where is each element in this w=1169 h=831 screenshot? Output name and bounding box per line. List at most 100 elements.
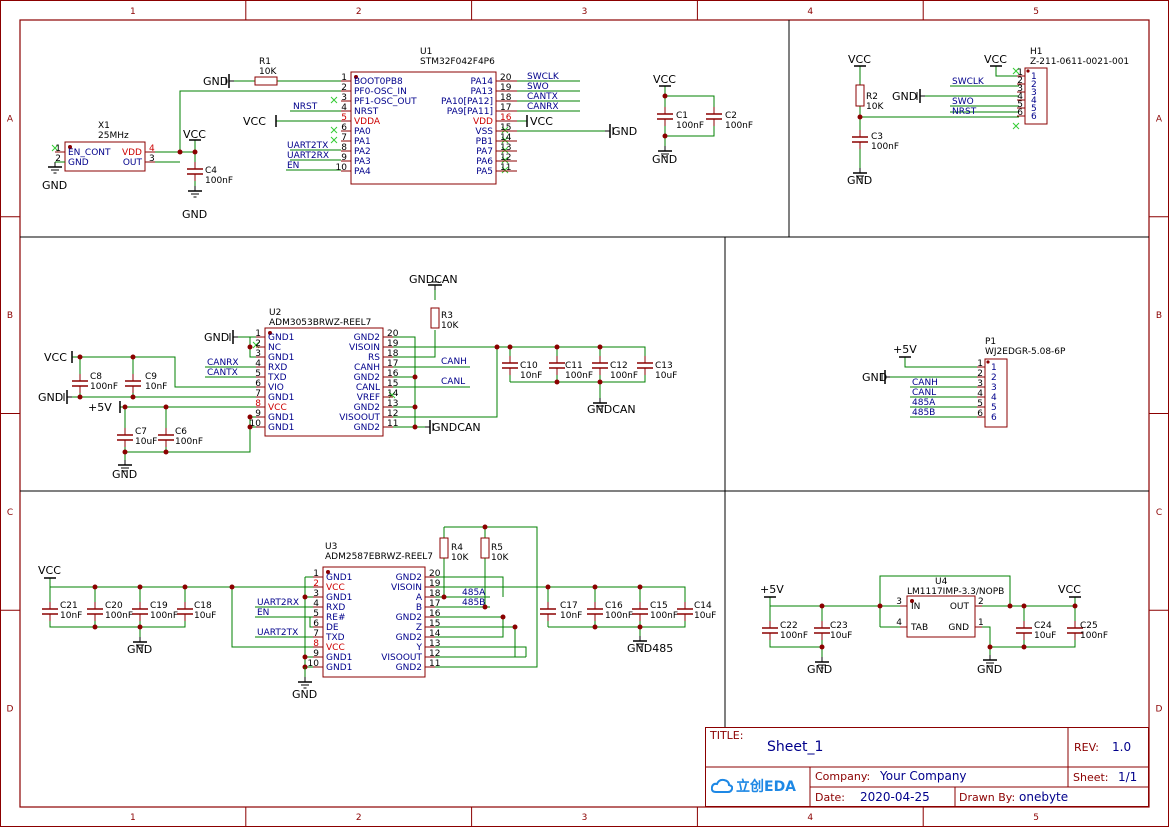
pin-name: GND1 (326, 653, 352, 663)
labels: NRSTUART2TXUART2RXENSWCLKSWOCANTXCANRXSW… (207, 72, 985, 638)
pin-number: 4 (149, 144, 155, 154)
ref-designator: H1 (1030, 47, 1043, 57)
pin-name: 1 (1031, 72, 1037, 82)
frame-col-label: 1 (130, 7, 136, 17)
ref-designator: X1 (98, 121, 110, 131)
pin-name: EN_CONT (68, 148, 111, 158)
part-value: 100nF (565, 371, 593, 381)
pin-number: 20 (387, 329, 399, 339)
pin-name: VISOOUT (381, 653, 422, 663)
power-label: VCC (1058, 583, 1081, 596)
power-label: VCC (44, 351, 67, 364)
pin-name: VREF (357, 393, 380, 403)
net-label-swclk: SWCLK (527, 72, 560, 82)
net-label-uart2rx: UART2RX (287, 151, 329, 161)
pin-number: 3 (977, 379, 983, 389)
pin-name: 5 (991, 403, 997, 413)
pin-number: 6 (255, 379, 261, 389)
pin-name: BOOT0PB8 (354, 77, 403, 87)
net-label-nrst: NRST (293, 102, 318, 112)
pin-number: 9 (313, 649, 319, 659)
part-value: STM32F042F4P6 (420, 57, 495, 67)
rev-value: 1.0 (1112, 740, 1132, 754)
cloud-icon (711, 778, 733, 793)
pin-number: 14 (429, 629, 441, 639)
part-value: 100nF (780, 631, 808, 641)
part-value: 10nF (145, 382, 167, 392)
pin-name: VDD (122, 148, 142, 158)
frame-col-label: 2 (356, 7, 362, 17)
net-label-canh: CANH (912, 378, 938, 388)
pin-name: GND1 (268, 423, 294, 433)
drawn-by-value: onebyte (1019, 790, 1069, 804)
ground-label: GND (977, 663, 1002, 676)
gnd-symbol: GND (42, 162, 67, 192)
power-label: VCC (183, 128, 206, 141)
ground-label: GND (42, 179, 67, 192)
net-label-canrx: CANRX (527, 102, 559, 112)
vcc-symbol: VCC (38, 564, 61, 579)
ref-designator: C14 (694, 601, 712, 611)
pin-name: TAB (910, 623, 928, 633)
pin-name: RE# (326, 613, 345, 623)
ground-label: GND (204, 331, 229, 344)
ground-label: GND (862, 371, 887, 384)
pin-number: 16 (429, 609, 441, 619)
frame-col-label: 4 (807, 813, 813, 823)
ground-label: GND (612, 125, 637, 138)
ground-label: GND (807, 663, 832, 676)
ground-label: GND (112, 468, 137, 481)
pin-name: PF1-OSC_OUT (354, 97, 417, 107)
vcc-symbol: VCC (183, 128, 206, 141)
pin-number: 4 (1017, 92, 1023, 102)
pin-number: 19 (387, 339, 399, 349)
ground-label: GND485 (627, 642, 673, 655)
pin-number: 16 (500, 113, 512, 123)
net-label-canh: CANH (441, 357, 467, 367)
power-label: VCC (653, 73, 676, 86)
ref-designator: U2 (269, 308, 281, 318)
part-value: 10uF (194, 611, 216, 621)
frame-row-label: C (7, 508, 13, 518)
ground-label: GND (127, 643, 152, 656)
pin-number: 2 (313, 579, 319, 589)
ground-label: GND (892, 90, 917, 103)
pin-number: 2 (1017, 76, 1023, 86)
